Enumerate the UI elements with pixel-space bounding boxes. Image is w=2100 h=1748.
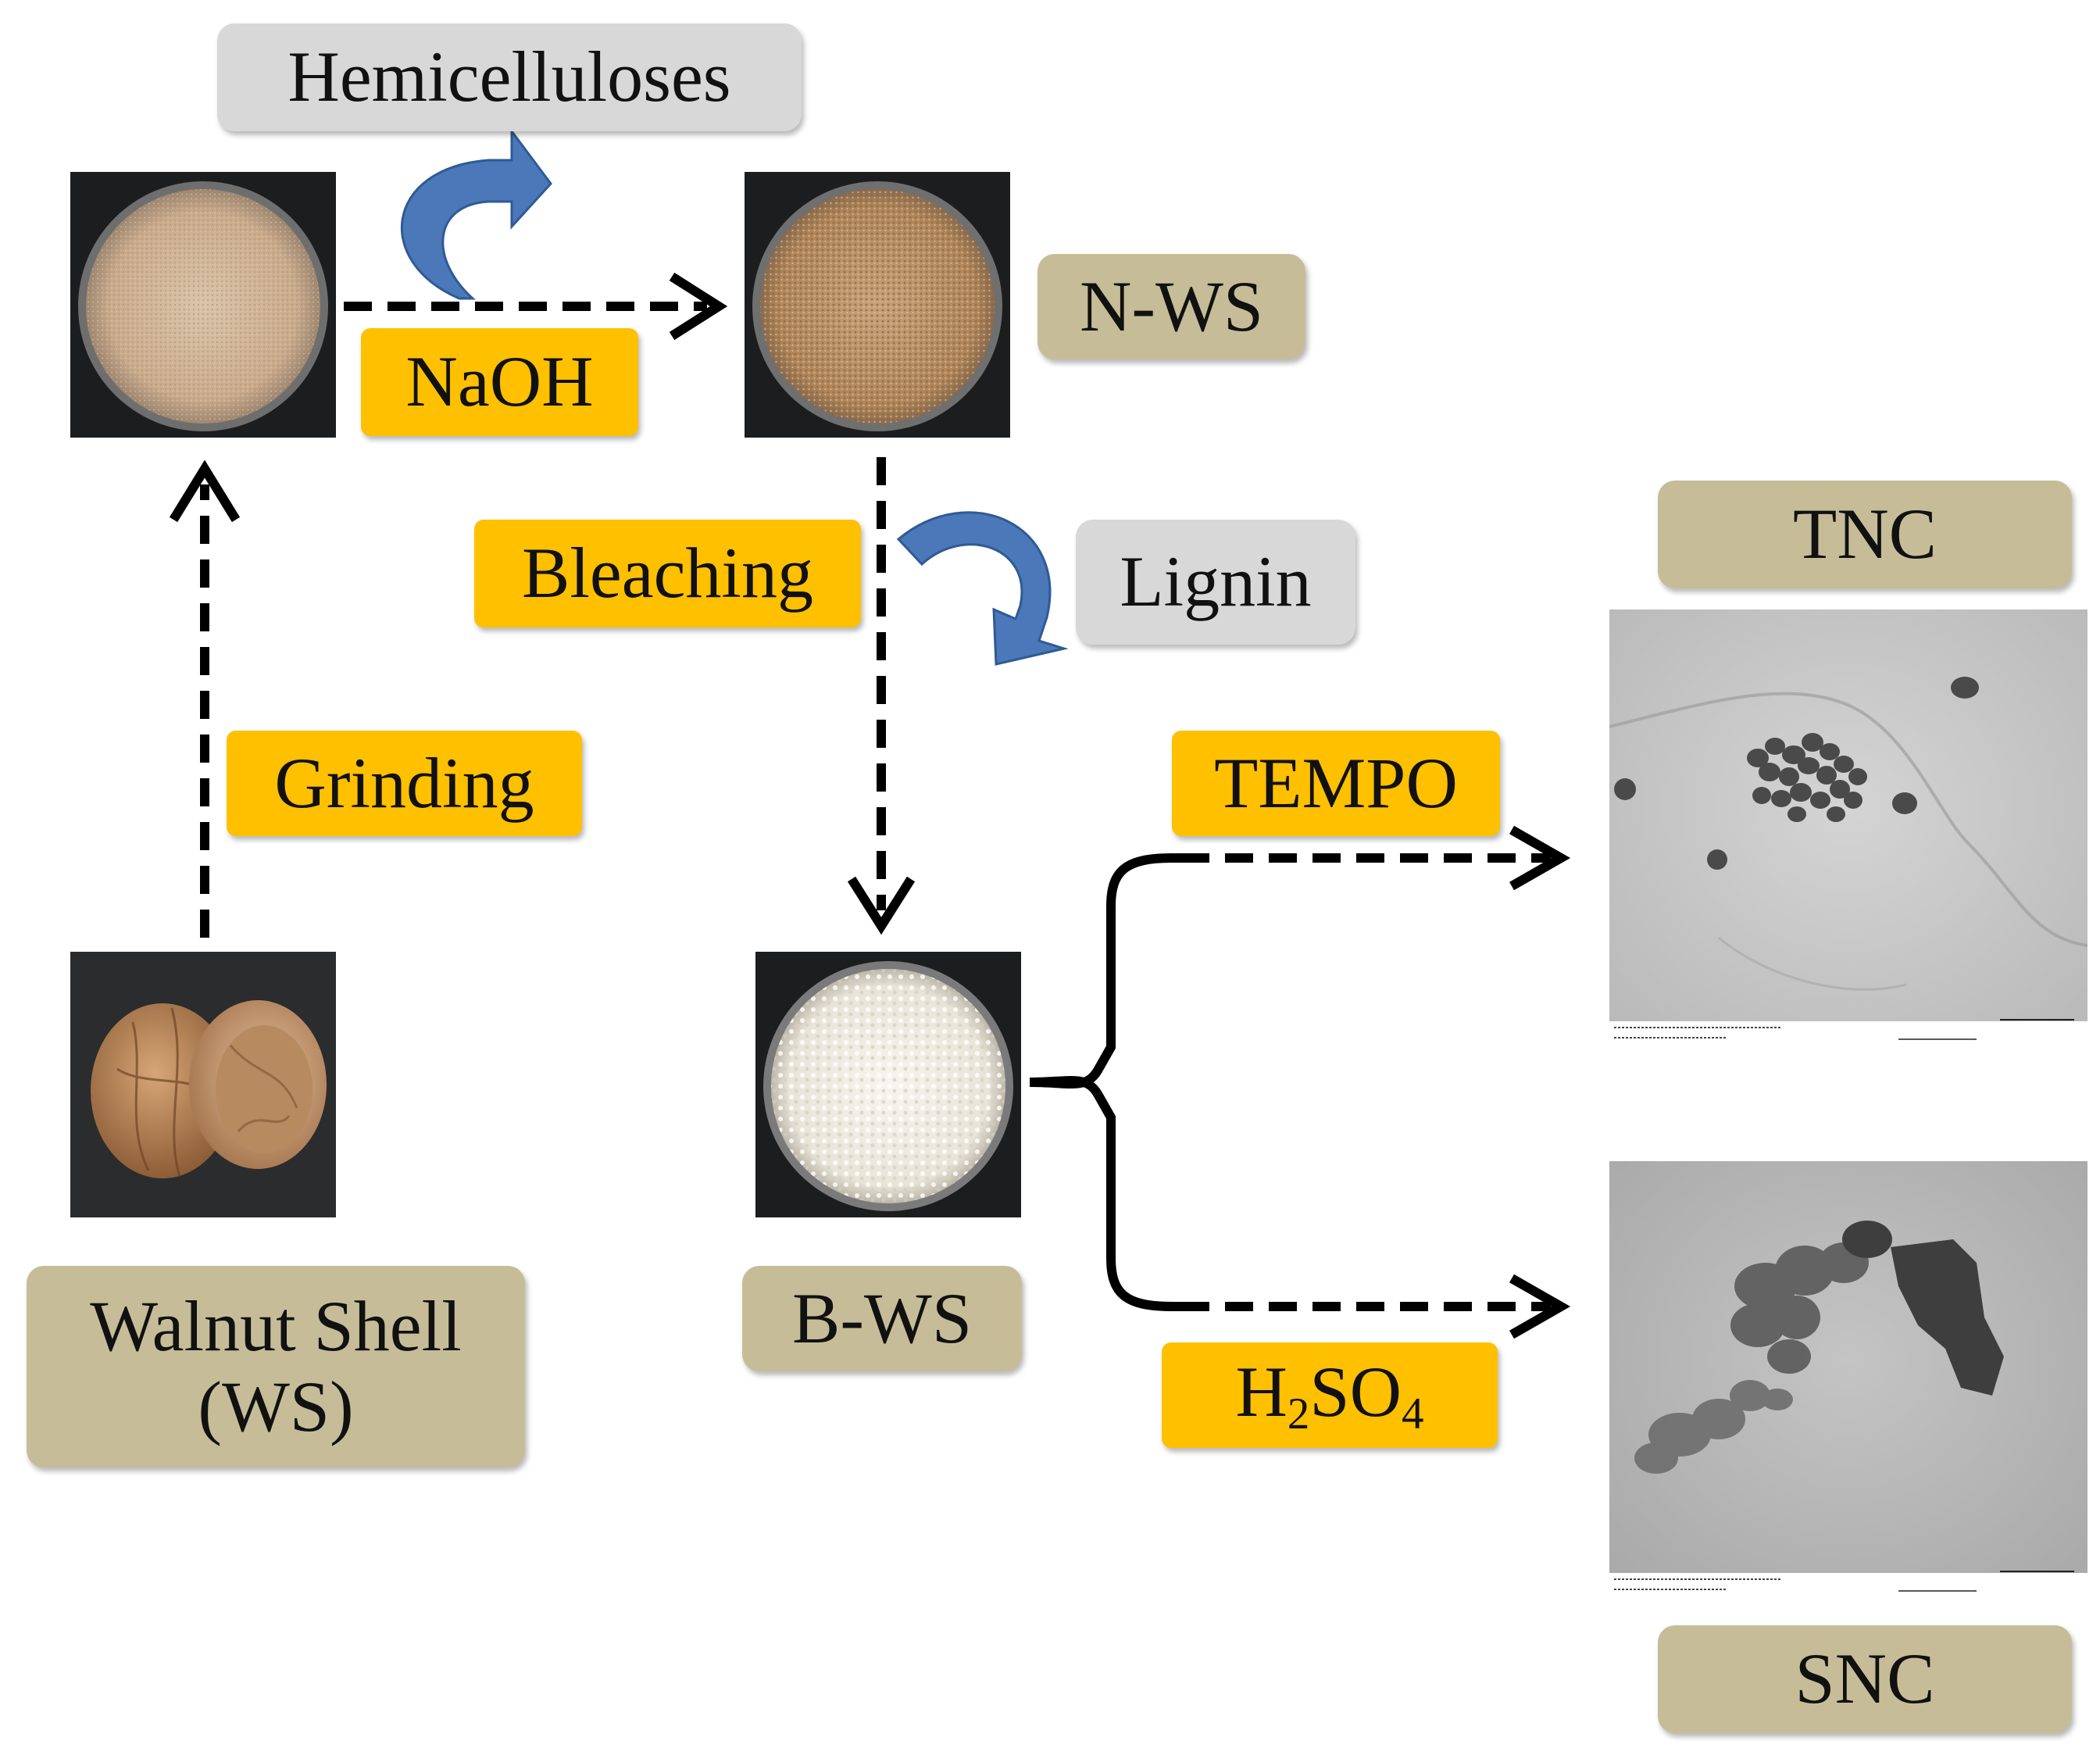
lignin-label: Lignin xyxy=(1076,520,1355,645)
naoh-label: NaOH xyxy=(361,328,638,436)
walnut-shell-text: Walnut Shell xyxy=(90,1285,462,1366)
tnc-tem-image xyxy=(1609,609,2088,1051)
hemicelluloses-label: Hemicelluloses xyxy=(217,23,802,131)
b-ws-label: B-WS xyxy=(742,1266,1022,1371)
naoh-text: NaOH xyxy=(405,341,594,422)
h2so4-sub-4: 4 xyxy=(1402,1389,1424,1439)
snc-text: SNC xyxy=(1795,1639,1935,1719)
h2so4-part-so: SO xyxy=(1309,1351,1402,1432)
h2so4-arrow xyxy=(1181,1274,1571,1339)
lignin-removal-curved-arrow-icon xyxy=(896,511,1069,666)
tnc-text: TNC xyxy=(1793,494,1937,574)
grinding-text: Grinding xyxy=(274,742,534,823)
h2so4-part-h: H xyxy=(1235,1351,1288,1432)
h2so4-text: H2SO4 xyxy=(1235,1352,1423,1439)
bleaching-label: Bleaching xyxy=(474,520,861,627)
snc-tem-image xyxy=(1609,1161,2088,1603)
tnc-label: TNC xyxy=(1658,481,2072,588)
h2so4-label: H2SO4 xyxy=(1162,1342,1498,1448)
walnut-shell-photo xyxy=(70,952,336,1217)
tempo-label: TEMPO xyxy=(1172,731,1500,836)
b-ws-text: B-WS xyxy=(792,1278,972,1358)
walnut-shell-label: Walnut Shell (WS) xyxy=(27,1266,525,1467)
n-ws-text: N-WS xyxy=(1079,266,1264,346)
b-ws-powder-photo xyxy=(755,952,1021,1217)
hemicelluloses-text: Hemicelluloses xyxy=(288,37,731,117)
lignin-text: Lignin xyxy=(1120,542,1312,622)
ws-abbrev-text: (WS) xyxy=(198,1367,354,1446)
grinding-label: Grinding xyxy=(227,731,582,836)
naoh-arrow xyxy=(344,272,728,341)
tempo-arrow xyxy=(1181,825,1571,891)
bleaching-arrow xyxy=(847,457,916,935)
snc-label: SNC xyxy=(1658,1625,2072,1733)
grinding-arrow xyxy=(169,459,241,938)
tempo-text: TEMPO xyxy=(1214,742,1458,823)
hemicelluloses-removal-curved-arrow-icon xyxy=(400,127,552,300)
n-ws-powder-photo xyxy=(745,172,1010,438)
ground-ws-powder-photo xyxy=(70,172,336,438)
n-ws-label: N-WS xyxy=(1038,254,1305,359)
bleaching-text: Bleaching xyxy=(522,533,813,613)
h2so4-sub-2: 2 xyxy=(1287,1389,1310,1439)
